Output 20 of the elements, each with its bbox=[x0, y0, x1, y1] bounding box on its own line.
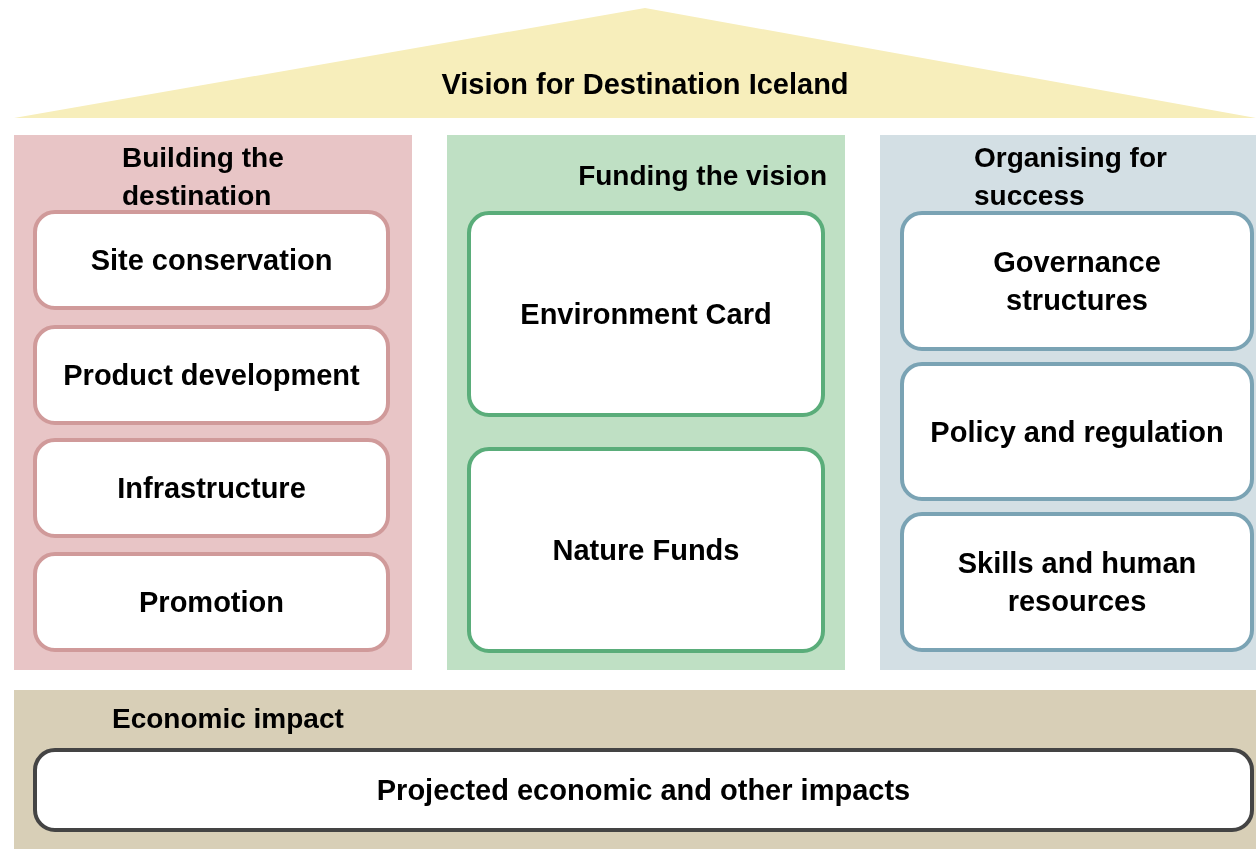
item-box: Skills and human resources bbox=[900, 512, 1254, 652]
pillar-panel bbox=[14, 135, 412, 670]
item-box: Nature Funds bbox=[467, 447, 825, 653]
panel-heading: Organising for success bbox=[974, 141, 1168, 213]
roof-title: Vision for Destination Iceland bbox=[440, 67, 850, 102]
roof-shape bbox=[14, 8, 1256, 118]
item-box: Infrastructure bbox=[33, 438, 390, 538]
panel-heading: Economic impact bbox=[112, 702, 345, 736]
pillar-panel bbox=[14, 690, 1256, 849]
item-box: Projected economic and other impacts bbox=[33, 748, 1254, 832]
panel-heading: Funding the vision bbox=[577, 159, 827, 193]
item-box: Site conservation bbox=[33, 210, 390, 310]
pillar-panel bbox=[880, 135, 1256, 670]
item-box: Governance structures bbox=[900, 211, 1254, 351]
item-box: Policy and regulation bbox=[900, 362, 1254, 501]
panel-heading: Building the destination bbox=[122, 141, 285, 213]
item-box: Environment Card bbox=[467, 211, 825, 417]
item-box: Promotion bbox=[33, 552, 390, 652]
pillar-panel bbox=[447, 135, 845, 670]
item-box: Product development bbox=[33, 325, 390, 425]
